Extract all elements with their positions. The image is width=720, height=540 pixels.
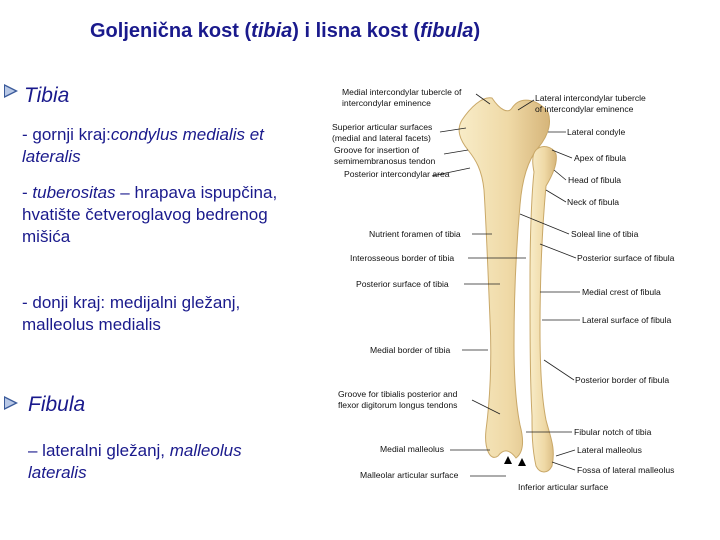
label-posterior-surface-tibia: Posterior surface of tibia <box>356 279 449 289</box>
label-neck-of-fibula: Neck of fibula <box>567 197 619 207</box>
pointer-line <box>519 213 570 235</box>
fibula-heading: Fibula <box>28 393 86 416</box>
label-posterior-surface-fibula: Posterior surface of fibula <box>577 253 675 263</box>
label-interosseous-border-tibia: Interosseous border of tibia <box>350 253 454 263</box>
label-posterior-intercondylar-area: Posterior intercondylar area <box>344 169 450 179</box>
label-inferior-articular-surface: Inferior articular surface <box>518 482 608 492</box>
pointer-line <box>555 449 576 457</box>
bullet-arrow-icon <box>4 84 18 98</box>
label-groove-tibialis-posterior-1: Groove for tibialis posterior and <box>338 389 458 399</box>
label-medial-border-tibia: Medial border of tibia <box>370 345 450 355</box>
figure-labels-right: Lateral intercondylar tubercle of interc… <box>518 93 675 492</box>
tibia-bone <box>458 97 551 459</box>
figure-labels-left: Medial intercondylar tubercle of interco… <box>332 87 462 480</box>
pointer-line <box>475 93 491 105</box>
label-posterior-border-fibula: Posterior border of fibula <box>575 375 669 385</box>
label-groove-semimembranosus-2: semimembranosus tendon <box>334 156 435 166</box>
label-nutrient-foramen: Nutrient foramen of tibia <box>369 229 461 239</box>
label-superior-articular-surfaces-2: (medial and lateral facets) <box>332 133 431 143</box>
tibia-upper-end: - gornji kraj:condylus medialis et later… <box>22 125 264 166</box>
pointer-line <box>545 189 567 203</box>
label-lateral-condyle: Lateral condyle <box>567 127 626 137</box>
page-title: Goljenična kost (tibia) i lisna kost (fi… <box>90 20 481 42</box>
label-medial-intercondylar-tubercle-2: intercondylar eminence <box>342 98 431 108</box>
pointer-line <box>431 167 471 177</box>
label-lateral-malleolus: Lateral malleolus <box>577 445 642 455</box>
label-fossa-lateral-malleolus: Fossa of lateral malleolus <box>577 465 674 475</box>
label-lateral-intercondylar-tubercle-1: Lateral intercondylar tubercle <box>535 93 646 103</box>
label-medial-crest-fibula: Medial crest of fibula <box>582 287 661 297</box>
arrow-icon <box>504 456 512 464</box>
tibia-lower-end: - donji kraj: medijalni gležanj, malleol… <box>22 293 241 334</box>
label-lateral-surface-fibula: Lateral surface of fibula <box>582 315 672 325</box>
label-superior-articular-surfaces-1: Superior articular surfaces <box>332 122 432 132</box>
tibia-tuberosity: - tuberositas – hrapava ispupčina, hvati… <box>22 183 278 246</box>
label-head-of-fibula: Head of fibula <box>568 175 621 185</box>
pointer-line <box>443 149 469 155</box>
pointer-line <box>543 359 575 381</box>
label-groove-tibialis-posterior-2: flexor digitorum longus tendons <box>338 400 457 410</box>
label-groove-semimembranosus-1: Groove for insertion of <box>334 145 420 155</box>
pointer-line <box>551 149 573 159</box>
pointer-line <box>439 127 467 133</box>
label-malleolar-articular-surface: Malleolar articular surface <box>360 470 459 480</box>
pointer-line <box>471 399 501 415</box>
fibula-bone <box>529 146 557 473</box>
label-medial-intercondylar-tubercle-1: Medial intercondylar tubercle of <box>342 87 462 97</box>
pointer-line <box>517 99 535 111</box>
pointer-line <box>553 169 567 181</box>
pointer-line <box>551 461 576 471</box>
pointer-line <box>539 243 577 259</box>
label-fibular-notch: Fibular notch of tibia <box>574 427 652 437</box>
label-apex-of-fibula: Apex of fibula <box>574 153 626 163</box>
fibula-lateral-malleolus: – lateralni gležanj, malleolus lateralis <box>28 441 242 482</box>
label-lateral-intercondylar-tubercle-2: of intercondylar eminence <box>535 104 634 114</box>
tibia-heading: Tibia <box>24 84 70 107</box>
label-soleal-line: Soleal line of tibia <box>571 229 639 239</box>
label-medial-malleolus: Medial malleolus <box>380 444 444 454</box>
bullet-arrow-icon <box>4 396 18 410</box>
arrow-icon <box>518 458 526 466</box>
